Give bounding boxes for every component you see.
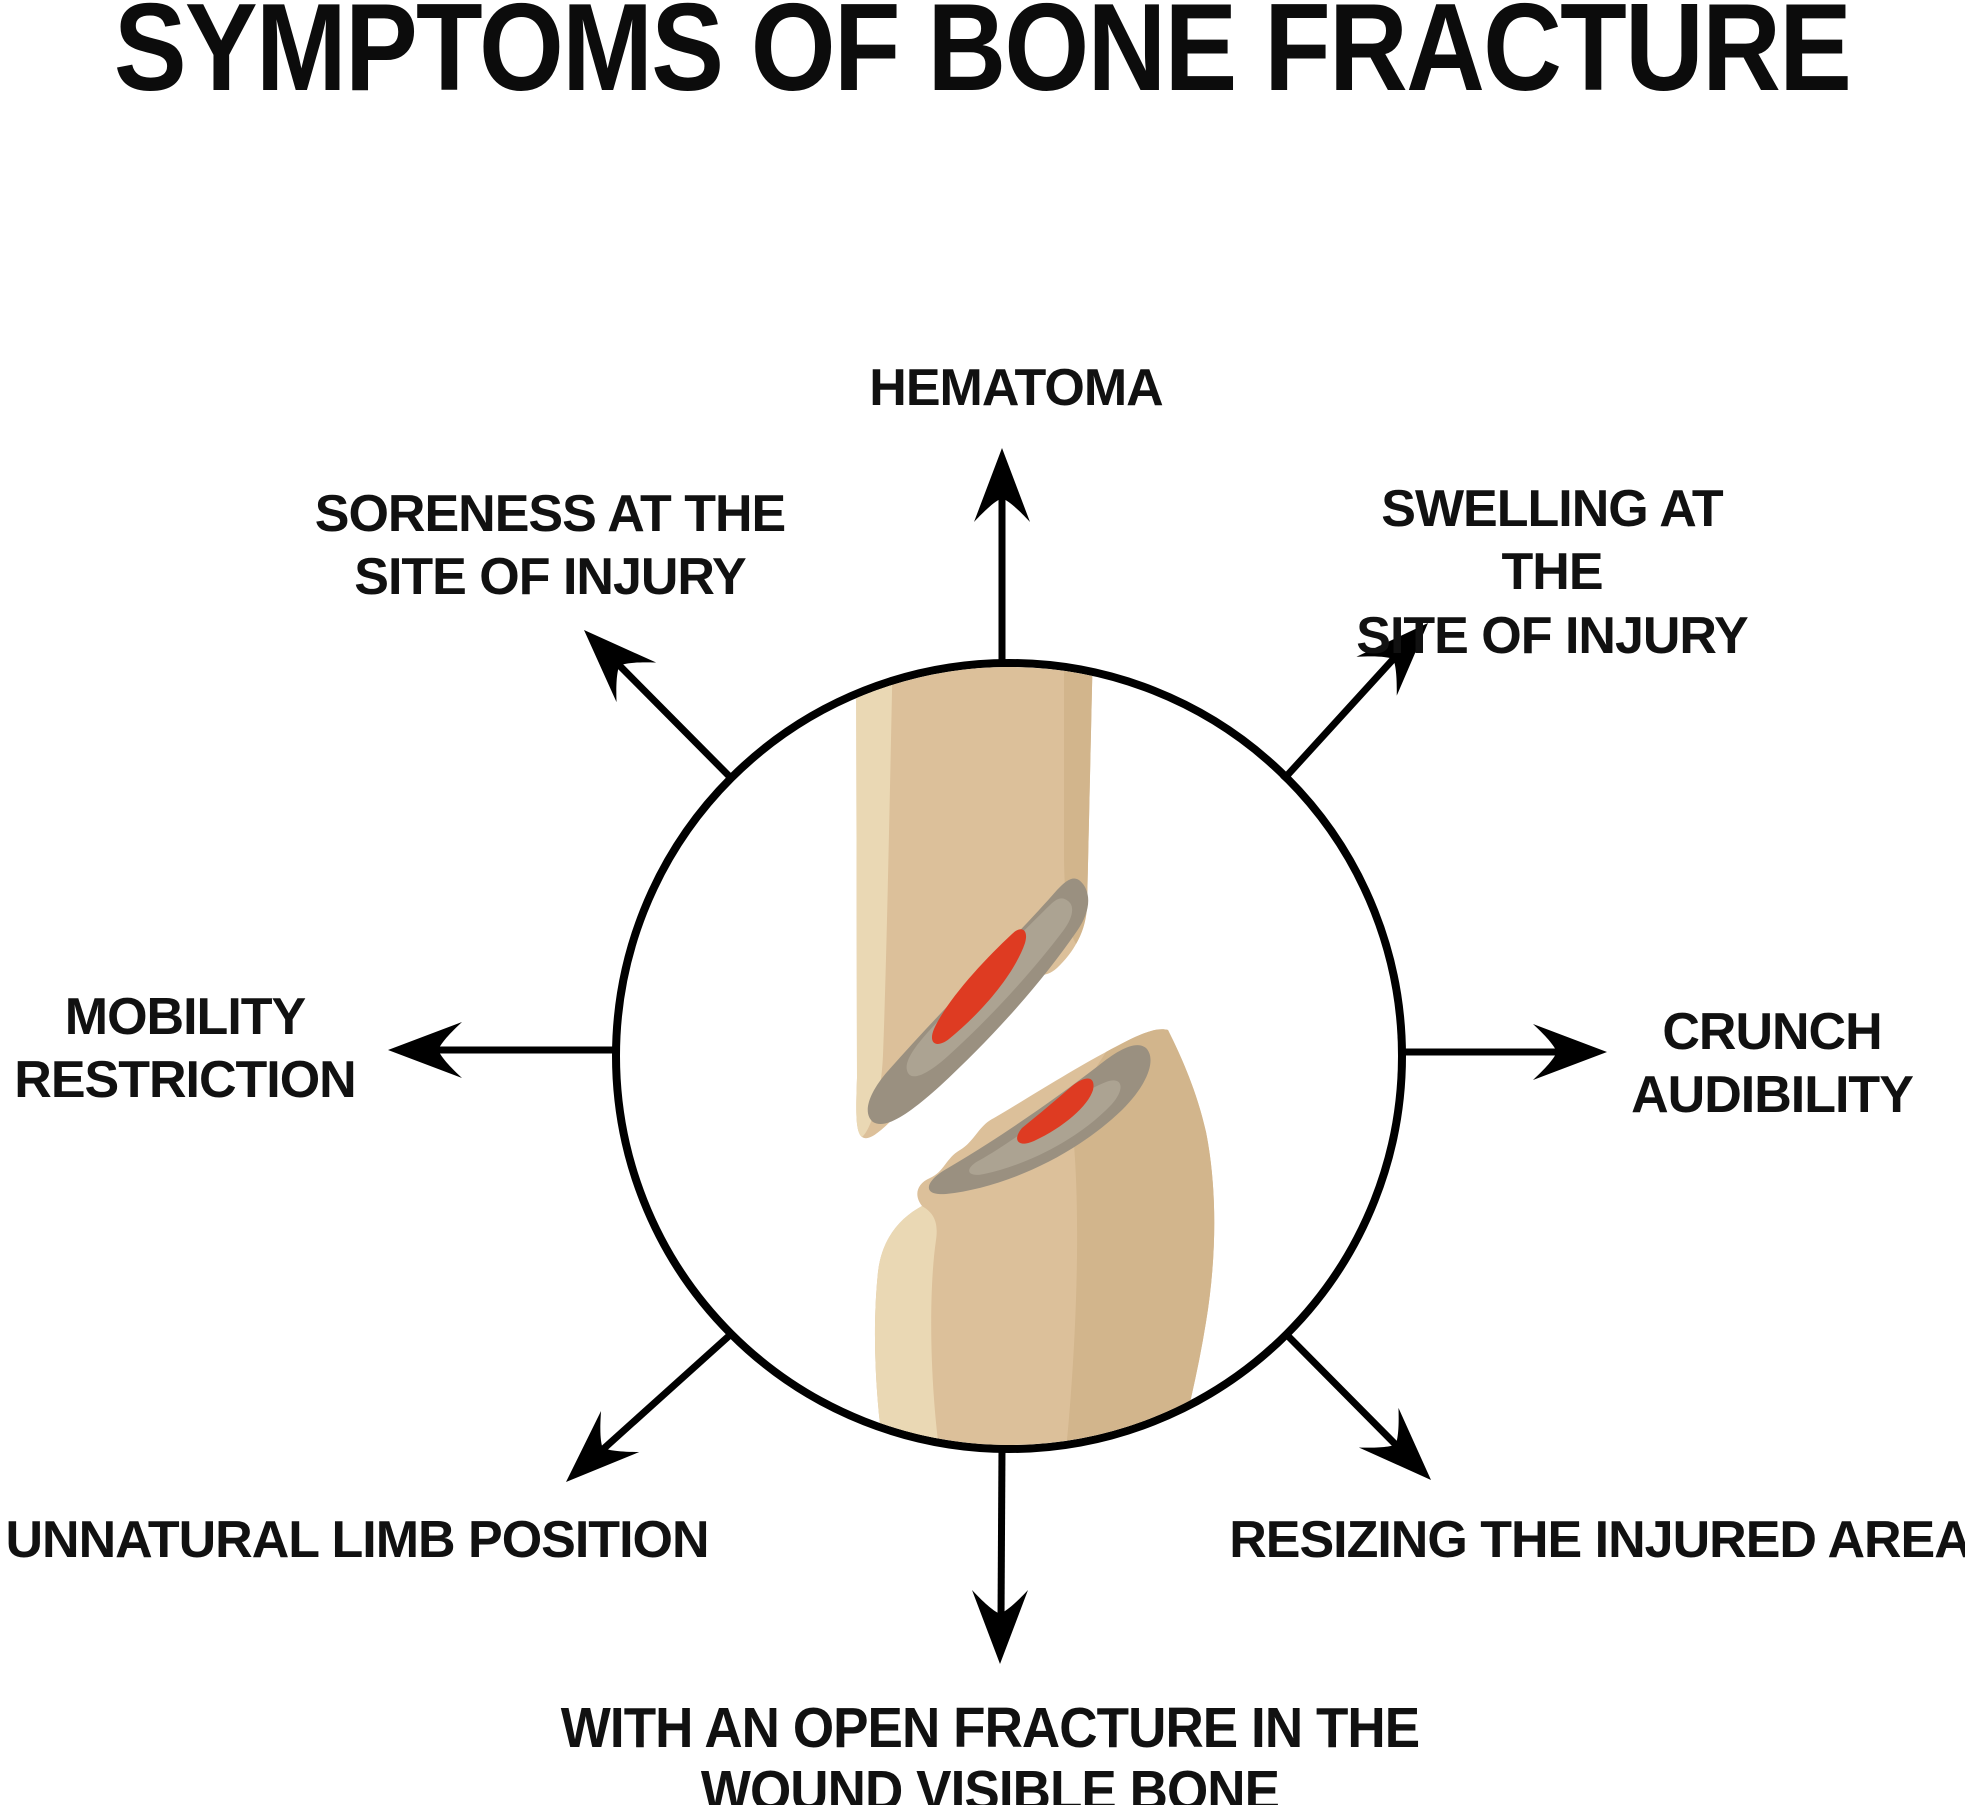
lower-bone-shadow <box>1064 1029 1215 1445</box>
lower-blood-clot <box>1017 1078 1094 1144</box>
arrow-bottom-left <box>546 1332 733 1503</box>
symptom-label-resizing-injured-area: RESIZING THE INJURED AREA <box>1229 1511 1965 1569</box>
symptom-label-swelling: SWELLING AT THE SITE OF INJURY <box>1356 480 1748 665</box>
arrow-top-left <box>564 610 733 780</box>
arrow-bottom-right <box>1284 1332 1451 1500</box>
lower-bone-fragment <box>874 1029 1215 1445</box>
arrow-left <box>388 1022 614 1078</box>
upper-bone-fragment <box>856 667 1094 1139</box>
arrows <box>388 448 1607 1664</box>
upper-bone-shadow <box>1064 667 1094 944</box>
arrow-bottom <box>972 1446 1028 1664</box>
broken-bone-illustration <box>856 667 1215 1445</box>
symptom-label-crunch-audibility: CRUNCH AUDIBILITY <box>1631 1003 1914 1125</box>
upper-bone-body <box>856 667 1094 1139</box>
arrow-top <box>974 448 1030 665</box>
arrow-right <box>1404 1024 1607 1080</box>
symptom-label-soreness: SORENESS AT THE SITE OF INJURY <box>314 485 786 607</box>
upper-blood-clot <box>931 929 1027 1044</box>
upper-bone-highlight <box>856 667 894 1137</box>
symptom-label-unnatural-limb-position: UNNATURAL LIMB POSITION <box>5 1511 709 1569</box>
lower-bone-highlight <box>874 1206 942 1445</box>
symptom-label-hematoma: HEMATOMA <box>869 359 1163 417</box>
arrow-top-right <box>1280 603 1449 783</box>
symptom-label-open-fracture: WITH AN OPEN FRACTURE IN THE WOUND VISIB… <box>560 1696 1420 1805</box>
page-title: SYMPTOMS OF BONE FRACTURE <box>113 0 1852 117</box>
symptom-label-mobility-restriction: MOBILITY RESTRICTION <box>14 988 356 1110</box>
